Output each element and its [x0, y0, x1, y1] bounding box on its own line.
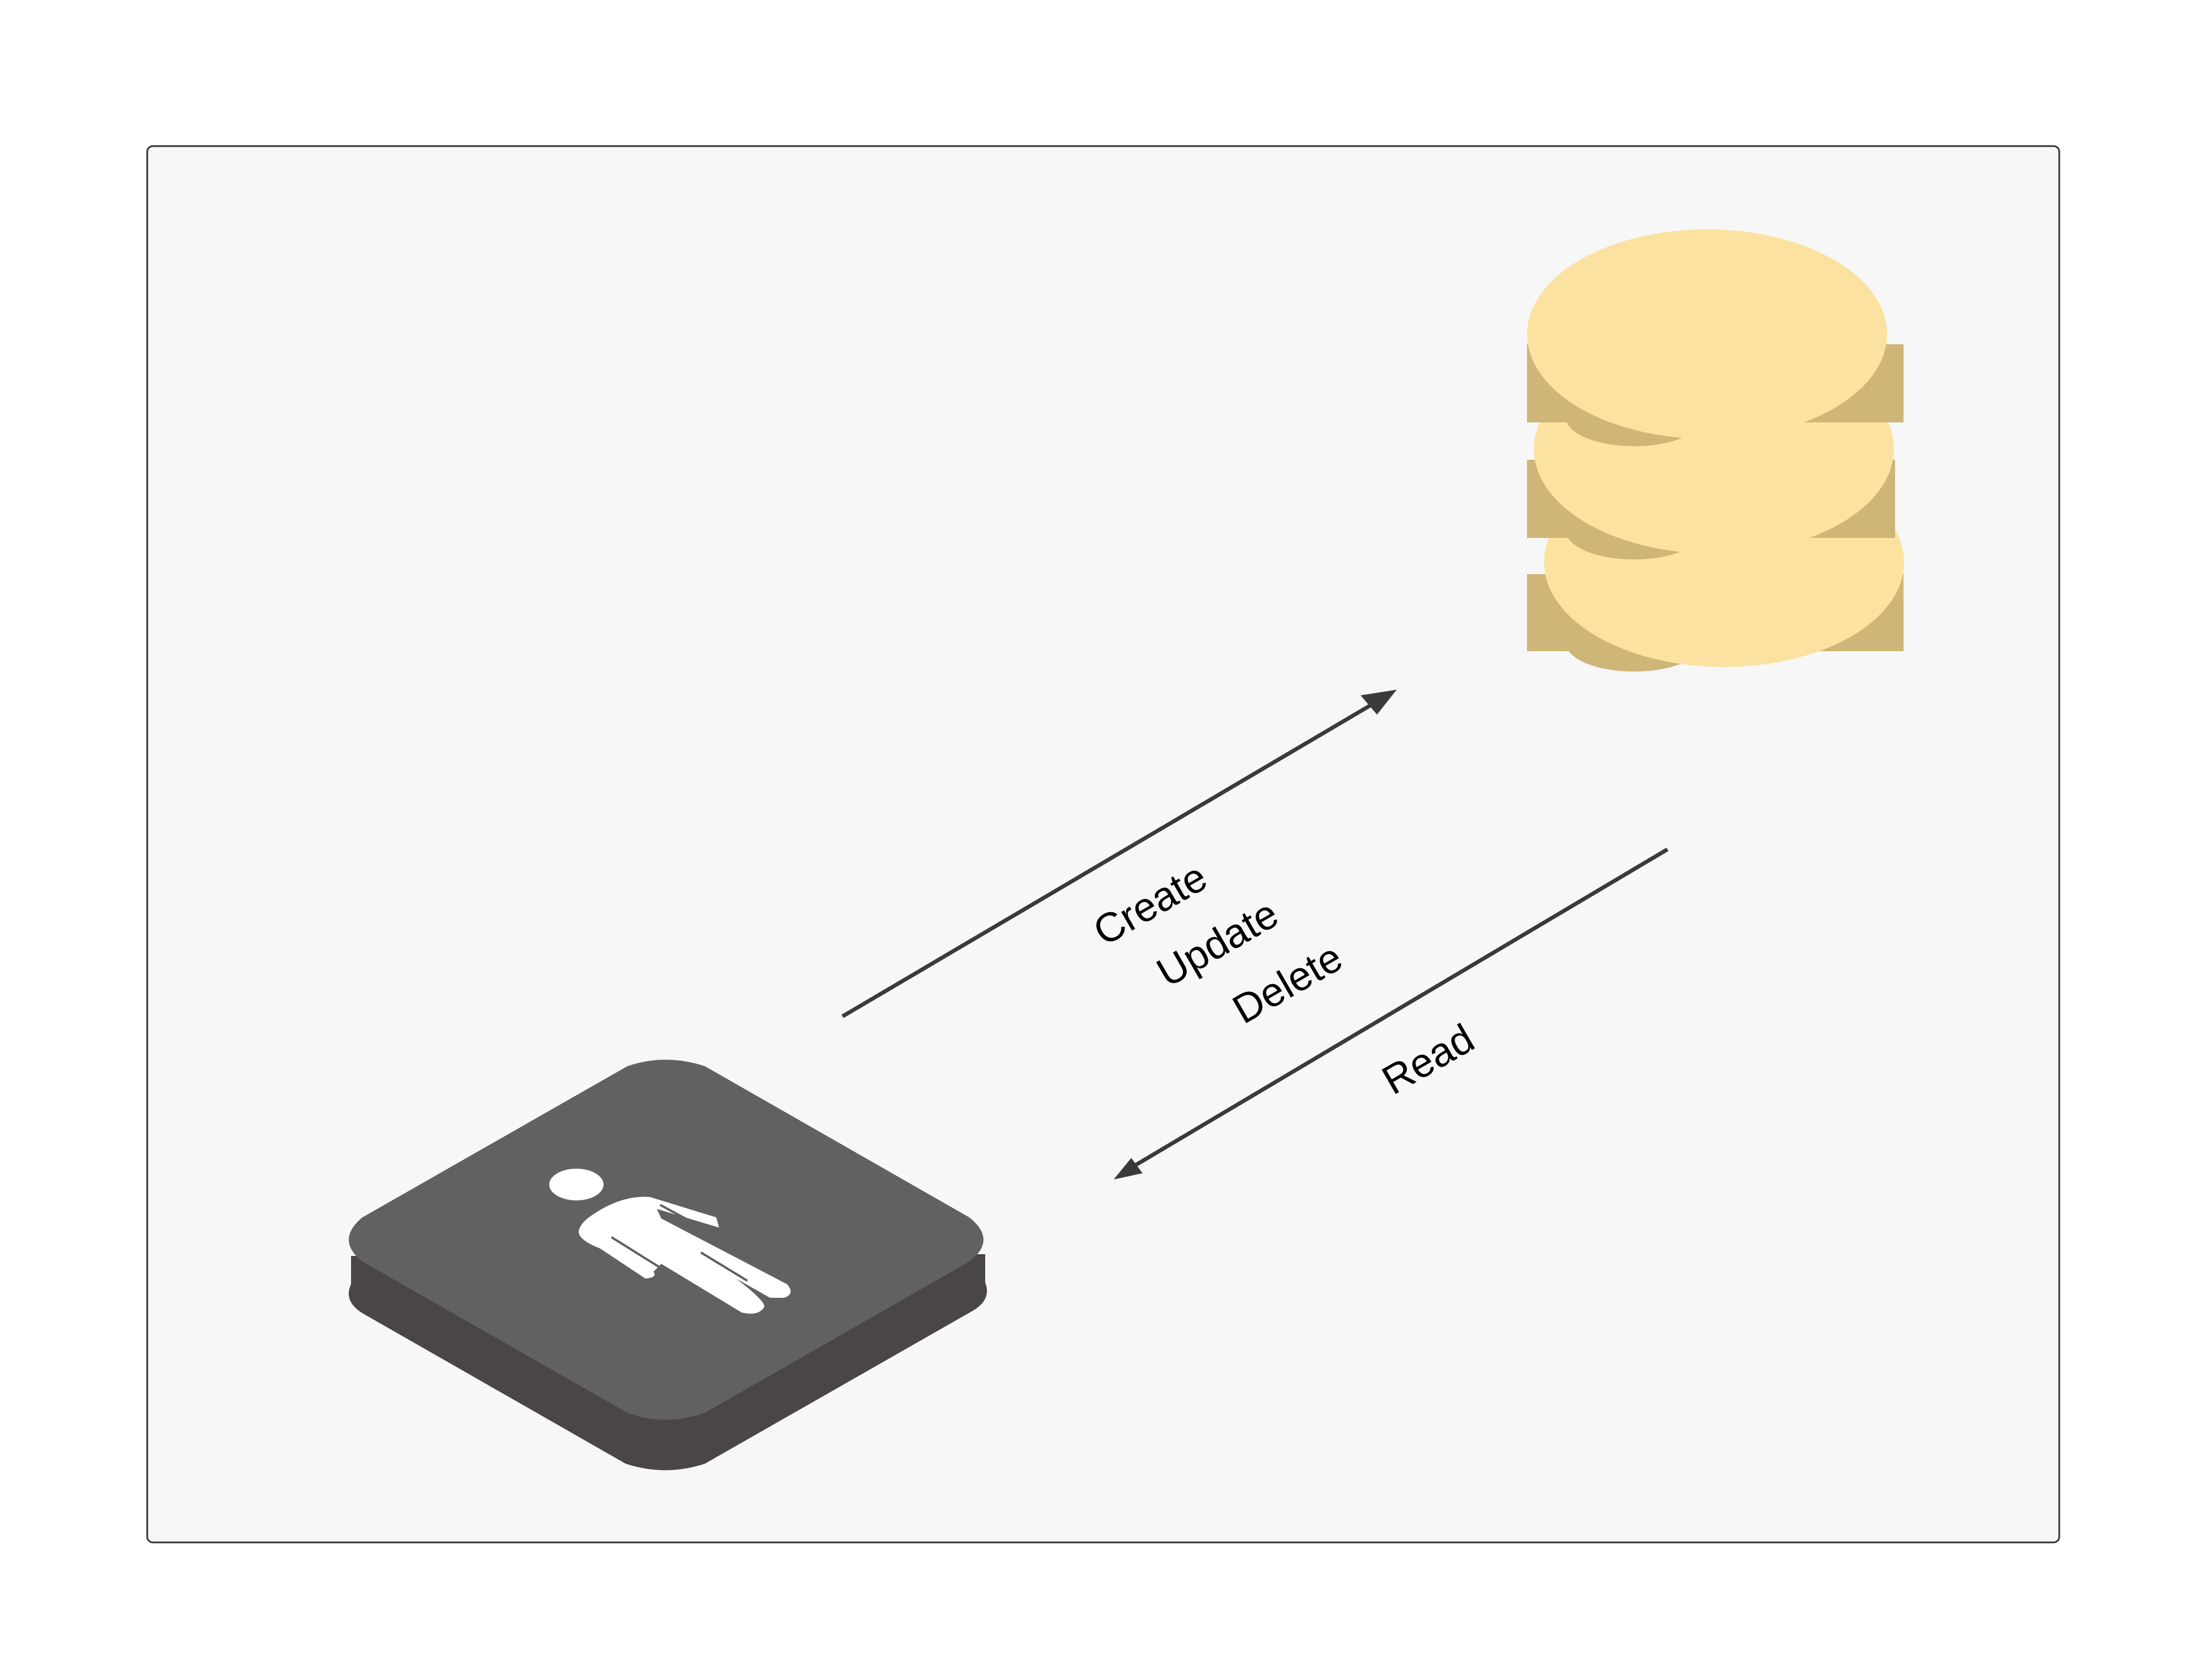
person-body	[579, 1196, 791, 1314]
person-detail-line	[610, 1236, 662, 1269]
person-head	[549, 1169, 604, 1200]
database-disk-top	[1527, 229, 1904, 446]
arrow-to-database	[841, 690, 1397, 1019]
arrowhead	[1114, 1158, 1143, 1179]
person-detail-line	[660, 1204, 721, 1238]
arrowhead	[1361, 690, 1397, 715]
arrow-to-user	[1114, 847, 1669, 1179]
person-icon	[549, 1169, 791, 1314]
person-detail-line	[700, 1251, 749, 1282]
database-icon	[1527, 229, 1904, 672]
